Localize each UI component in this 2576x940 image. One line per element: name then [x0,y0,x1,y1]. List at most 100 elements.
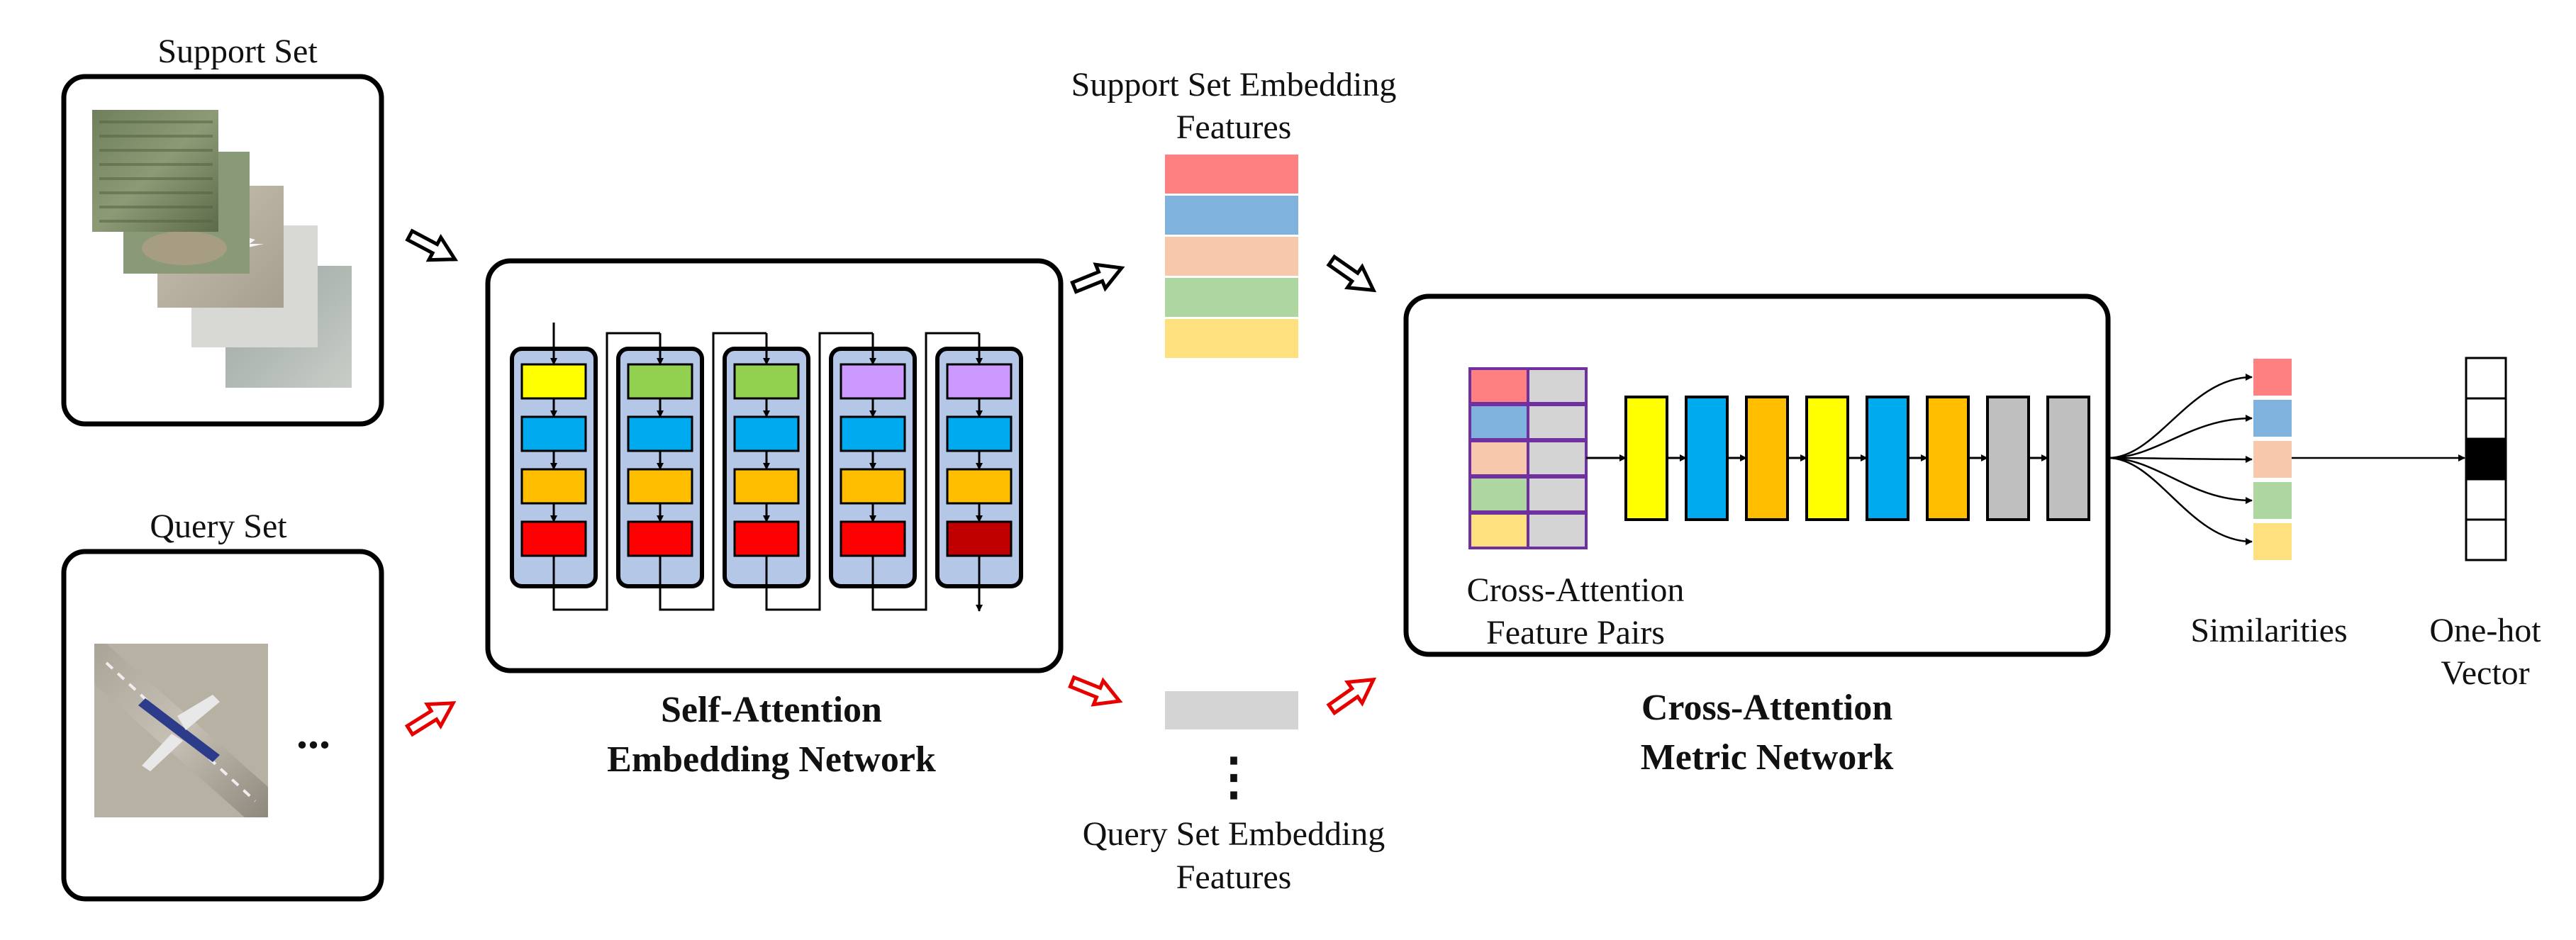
one-hot-vector [2465,357,2507,561]
pair-query-cell-5 [1527,512,1588,549]
onehot-cell-3 [2465,437,2507,481]
embedding-to-query-features-arrow [1068,675,1123,707]
block-4-layer-3 [840,468,906,505]
query-features-to-metric-arrow [1326,677,1377,716]
self-attention-title-line1: Self-Attention [661,690,882,730]
block-5-layer-1 [946,363,1013,400]
query-feature-bar [1165,691,1298,729]
cross-attention-title-line1: Cross-Attention [1641,688,1892,728]
similarity-fan-arrow-3 [2107,455,2253,463]
onehot-cell-5 [2465,518,2507,561]
onehot-cell-4 [2465,478,2507,521]
similarity-fan-arrow-2 [2107,415,2253,459]
similarity-box-2 [2253,400,2292,437]
block-4-layer-4 [840,520,906,557]
metric-layer-4 [1805,396,1849,521]
metric-layer-7 [1986,396,2030,521]
pair-query-cell-2 [1527,403,1588,441]
connector-3-to-4 [765,332,873,611]
metric-layer-2 [1685,396,1729,521]
query-embedding-title-line1: Query Set Embedding [1083,815,1385,853]
query-embedding-ellipsis: ⋮ [1208,749,1259,805]
block-1-layer-4 [520,520,587,557]
metric-layer-6 [1926,396,1970,521]
support-feature-bar-3 [1165,237,1298,276]
onehot-cell-2 [2465,397,2507,440]
similarity-boxes [2253,359,2292,560]
cross-attention-title-line2: Metric Network [1641,737,1894,778]
arrows-input [404,228,459,737]
self-attention-blocks [510,323,1023,612]
similarity-fan-arrow-4 [2107,457,2253,504]
block-2-layer-2 [627,415,693,452]
query-embedding-title-line2: Features [1176,858,1292,896]
onehot-label-line1: One-hot [2429,612,2541,649]
onehot-label-line2: Vector [2441,654,2529,692]
self-attention-embedding-network: Self-Attention Embedding Network [485,258,1064,780]
similarities-section: Similarities [2107,359,2348,649]
connector-2-to-3 [659,332,766,611]
support-embedding-title-line2: Features [1176,108,1292,146]
support-feature-bars [1165,155,1298,358]
similarities-label: Similarities [2190,612,2347,649]
connector-1-to-2 [552,332,660,611]
query-airplane-icon [138,695,220,771]
similarity-box-5 [2253,523,2292,560]
support-features-to-metric-arrow [1326,254,1377,293]
support-feature-bar-1 [1165,155,1298,194]
pair-support-cell-3 [1468,440,1529,477]
one-hot-section: One-hot Vector [2292,357,2541,692]
block-1-layer-1 [520,363,587,400]
query-embedding-features: ⋮ Query Set Embedding Features [1083,691,1385,896]
pair-support-cell-2 [1468,403,1529,441]
similarity-fan-arrow-1 [2107,374,2253,459]
metric-layer-3 [1745,396,1789,521]
block-1-layer-3 [520,468,587,505]
support-image-1 [92,110,218,232]
support-feature-bar-4 [1165,278,1298,317]
support-embedding-title-line1: Support Set Embedding [1071,66,1397,103]
block-4-layer-2 [840,415,906,452]
similarity-fan-arrows [2107,374,2253,545]
self-attention-title-line2: Embedding Network [607,739,936,780]
query-image [94,644,268,817]
similarity-box-1 [2253,359,2292,396]
support-feature-bar-2 [1165,196,1298,235]
support-image-2-patch [142,231,227,265]
block-2-layer-1 [627,363,693,400]
similarity-box-3 [2253,441,2292,478]
support-image-1-texture [99,121,213,223]
connector-4-to-5 [871,332,979,611]
block-5-layer-2 [946,415,1013,452]
arrows-features [1068,254,1377,716]
pair-support-cell-4 [1468,476,1529,513]
pair-support-cell-5 [1468,512,1529,549]
similarity-box-4 [2253,482,2292,519]
metric-layers [1586,396,2090,521]
cross-attention-metric-network: Cross-Attention Feature Pairs Cross-Atte… [1403,293,2111,778]
cross-attention-feature-pairs [1468,367,1588,549]
block-2-layer-4 [627,520,693,557]
block-3-layer-2 [733,415,800,452]
block-5-layer-4 [946,520,1013,557]
metric-layer-1 [1624,396,1668,521]
query-set-ellipsis: ... [296,707,330,758]
pair-query-cell-4 [1527,476,1588,513]
embedding-to-support-features-arrow [1070,262,1125,294]
query-set-title: Query Set [150,508,287,545]
block-4-layer-1 [840,363,906,400]
metric-layer-5 [1866,396,1909,521]
pair-query-cell-3 [1527,440,1588,477]
feature-pairs-label-line2: Feature Pairs [1486,614,1665,651]
similarity-fan-arrow-5 [2107,457,2253,545]
support-feature-bar-5 [1165,319,1298,358]
block-3-layer-1 [733,363,800,400]
pair-query-cell-1 [1527,367,1588,405]
block-3-layer-4 [733,520,800,557]
metric-layer-8 [2046,396,2090,521]
block-5-layer-3 [946,468,1013,505]
support-set-panel: Support Set [61,33,384,427]
block-3-layer-3 [733,468,800,505]
self-attention-connectors [552,332,979,611]
